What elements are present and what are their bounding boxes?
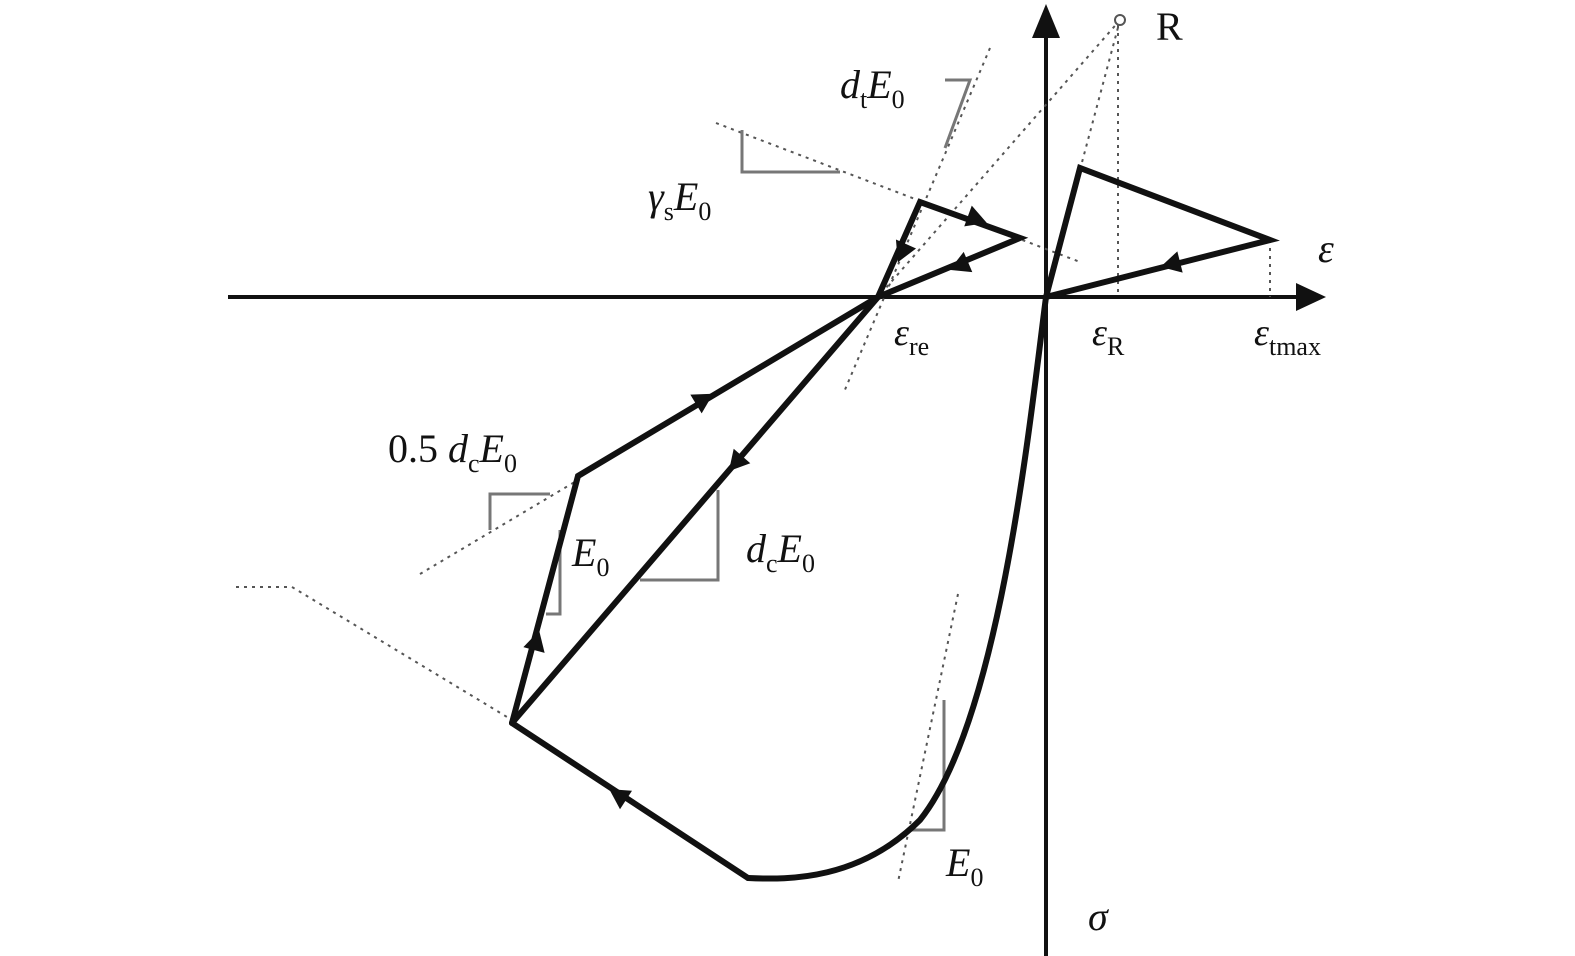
- E0-tangent-line: [897, 593, 959, 883]
- E0-left-label: E0: [571, 530, 609, 582]
- dt-E0-label: dtE0: [840, 62, 905, 114]
- envelope-curve: [745, 294, 1049, 882]
- outer-tension-loop: [1043, 164, 1280, 300]
- arrow-inner-down: [895, 239, 917, 263]
- dc-E0-label: dcE0: [746, 526, 815, 578]
- arrow-outer-return: [1160, 251, 1183, 273]
- dt-E0-slope-triangle: [943, 78, 973, 149]
- point-R-marker: [1114, 14, 1126, 26]
- eps-R-label: εR: [1092, 312, 1125, 361]
- x-axis-arrowhead: [1296, 283, 1326, 311]
- arrow-unload: [609, 789, 632, 810]
- arrow-inner-return: [949, 251, 973, 273]
- E0-bottom-label: E0: [945, 840, 983, 892]
- x-axis-label: ε: [1318, 226, 1334, 271]
- arrow-reload-up: [690, 393, 714, 414]
- eps-tmax-label: εtmax: [1254, 312, 1321, 361]
- half-dc-slope-triangle: [488, 492, 550, 530]
- dc-E0-slope-triangle: [640, 490, 720, 582]
- E0-bottom-slope-triangle: [912, 700, 946, 832]
- half-dc-slope-line: [419, 479, 579, 575]
- point-R-label: R: [1156, 4, 1183, 49]
- dc-E0-branch: [509, 294, 881, 726]
- gamma-s-slope-line: [715, 122, 1081, 263]
- gamma-s-E0-label: γsE0: [648, 174, 711, 226]
- envelope-dotted: [236, 586, 513, 721]
- arrow-inner-top: [964, 205, 987, 227]
- E0-left-slope-triangle: [546, 530, 562, 616]
- line-to-R: [877, 19, 1121, 298]
- arrow-left-up: [523, 630, 545, 653]
- dt-E0-slope-line: [843, 47, 991, 393]
- arrow-dc-down: [728, 448, 751, 472]
- unloading-segment: [509, 720, 751, 881]
- y-axis-arrowhead: [1032, 4, 1060, 38]
- eps-re-label: εre: [894, 312, 929, 361]
- gamma-s-slope-triangle: [740, 130, 840, 174]
- half-dc-E0-label: 0.5 dcE0: [388, 426, 517, 478]
- y-axis-label: σ: [1088, 894, 1109, 939]
